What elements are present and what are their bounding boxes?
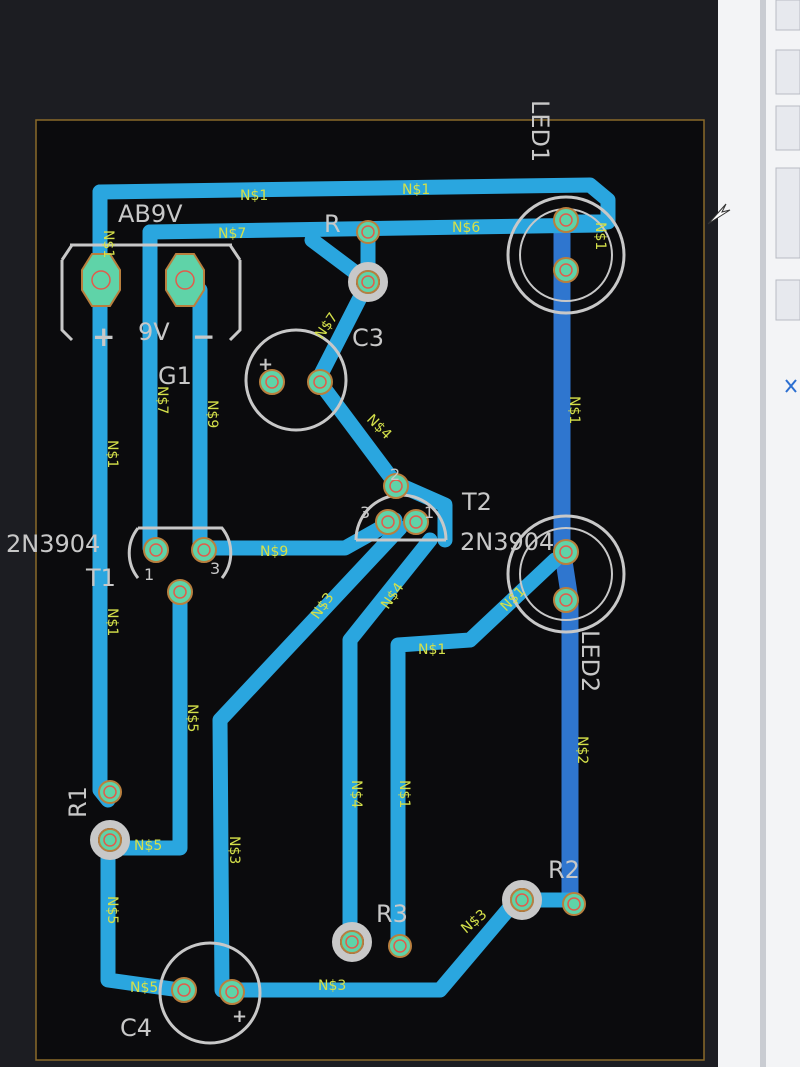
net-label: N$3 — [226, 836, 242, 864]
pad — [356, 220, 380, 244]
net-label: N$5 — [134, 838, 162, 854]
net-label: N$7 — [218, 226, 246, 242]
pad — [171, 977, 197, 1003]
pad — [307, 369, 333, 395]
net-label: N$1 — [402, 182, 430, 198]
pads — [81, 207, 586, 1005]
side-panel-button-icon[interactable] — [775, 279, 800, 321]
pad — [375, 509, 401, 535]
net-label: N$3 — [318, 978, 346, 994]
battery-value-label: 9V — [138, 318, 170, 346]
c3-ref-label: C3 — [352, 324, 384, 352]
pad — [191, 537, 217, 563]
t2-ref-label: T2 — [461, 488, 492, 516]
led2-ref-label: LED2 — [576, 630, 604, 692]
pad — [98, 828, 122, 852]
pad — [167, 579, 193, 605]
pad — [553, 587, 579, 613]
right-panel-strip — [718, 0, 800, 1067]
t1-part-label: 2N3904 — [6, 530, 100, 558]
pad — [553, 207, 579, 233]
c4-plus-label: + — [232, 1006, 247, 1027]
trace-bottom-led — [553, 213, 579, 909]
t2-pin-label: 2 — [390, 465, 400, 484]
net-label: N$1 — [100, 230, 116, 258]
pad — [510, 888, 534, 912]
battery-plus-label: + — [92, 320, 115, 353]
t2-pin-label: 3 — [360, 503, 370, 522]
battery-pad — [165, 253, 205, 307]
pad — [388, 934, 412, 958]
battery-pad — [81, 253, 121, 307]
right-panel-divider — [760, 0, 766, 1067]
component-labels: AB9V 9V G1 + − 2N3904 T1 T2 2N3904 C3 C4… — [6, 100, 604, 1042]
t2-part-label: 2N3904 — [460, 528, 554, 556]
side-panel-button-icon[interactable] — [775, 49, 800, 95]
r4-ref-label: R — [324, 210, 341, 238]
net-label: N$1 — [566, 396, 582, 424]
net-label: N$1 — [418, 642, 446, 658]
net-label: N$5 — [184, 704, 200, 732]
net-label: N$4 — [348, 780, 364, 808]
net-label: N$9 — [204, 400, 220, 428]
r1-ref-label: R1 — [64, 786, 92, 818]
t1-pin-label: 3 — [210, 559, 220, 578]
battery-name-label: AB9V — [118, 200, 183, 228]
net-label: N$5 — [130, 980, 158, 996]
net-label: N$2 — [574, 736, 590, 764]
battery-ref-label: G1 — [158, 362, 192, 390]
pad — [143, 537, 169, 563]
net-label: N$1 — [104, 440, 120, 468]
r2-ref-label: R2 — [548, 856, 580, 884]
t1-pin-label: 1 — [144, 565, 154, 584]
pad — [98, 780, 122, 804]
net-label: N$1 — [592, 222, 608, 250]
silkscreen — [60, 195, 626, 1045]
side-panel-button-icon[interactable] — [775, 167, 800, 259]
pad — [403, 509, 429, 535]
led1-ref-label: LED1 — [526, 100, 554, 162]
pad — [553, 539, 579, 565]
pad — [219, 979, 245, 1005]
side-panel-button-icon[interactable] — [775, 0, 800, 31]
net-label: N$1 — [240, 188, 268, 204]
net-label: N$9 — [260, 544, 288, 560]
c4-ref-label: C4 — [120, 1014, 152, 1042]
pad — [553, 257, 579, 283]
r3-ref-label: R3 — [376, 900, 408, 928]
t2-pin-label: 1 — [424, 503, 434, 522]
wire-tool-icon[interactable] — [785, 379, 797, 393]
net-label: N$7 — [154, 386, 170, 414]
net-label: N$6 — [452, 220, 480, 236]
pad — [383, 473, 409, 499]
pad — [356, 270, 380, 294]
side-panel-button-icon[interactable] — [775, 105, 800, 151]
c3-plus-label: + — [258, 354, 273, 375]
pad — [259, 369, 285, 395]
pad — [562, 892, 586, 916]
net-label: N$5 — [104, 896, 120, 924]
net-label: N$1 — [104, 608, 120, 636]
battery-minus-label: − — [192, 320, 215, 353]
net-label: N$1 — [396, 780, 412, 808]
pad — [340, 930, 364, 954]
t1-ref-label: T1 — [85, 564, 116, 592]
cursor-arrow-icon — [707, 203, 731, 225]
